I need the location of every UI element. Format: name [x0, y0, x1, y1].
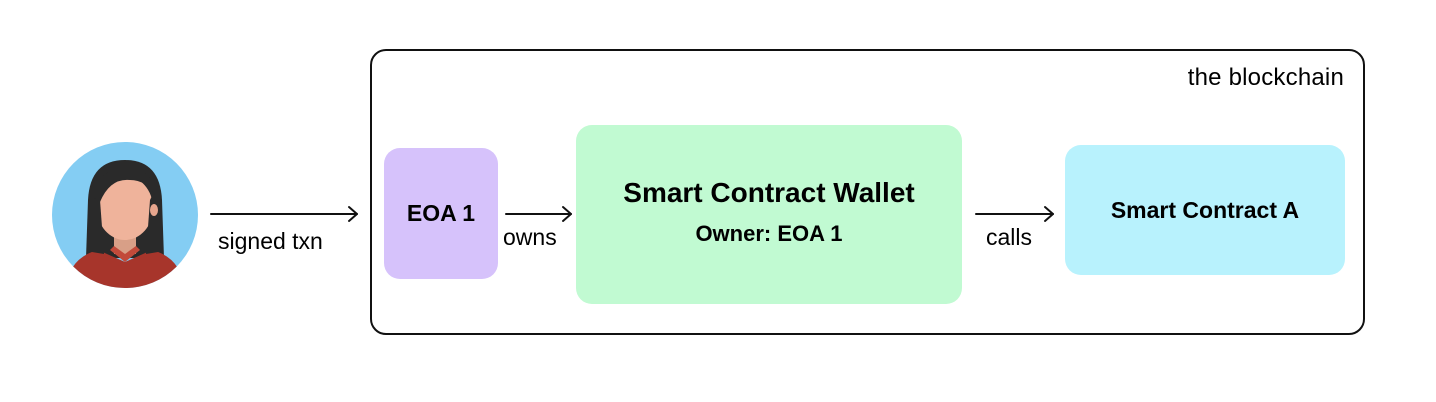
- signed-arrow-head: [348, 206, 358, 222]
- contract-title: Smart Contract A: [1110, 196, 1300, 223]
- eoa-title: EOA 1: [406, 200, 476, 226]
- smart-contract-a-node: Smart Contract A: [1065, 145, 1345, 275]
- owns-label: owns: [503, 224, 557, 250]
- eoa-node: EOA 1: [384, 148, 498, 279]
- signed-txn-label: signed txn: [218, 228, 323, 254]
- wallet-title: Smart Contract Wallet: [623, 176, 915, 208]
- blockchain-container: [370, 49, 1365, 335]
- calls-arrow-head: [1044, 206, 1054, 222]
- blockchain-label: the blockchain: [1187, 64, 1344, 91]
- wallet-owner: Owner: EOA 1: [695, 220, 843, 246]
- calls-label: calls: [986, 224, 1033, 250]
- owns-arrow-head: [562, 206, 572, 222]
- smart-contract-wallet-node: Smart Contract Wallet Owner: EOA 1: [576, 125, 962, 304]
- user-avatar-icon: [52, 142, 198, 288]
